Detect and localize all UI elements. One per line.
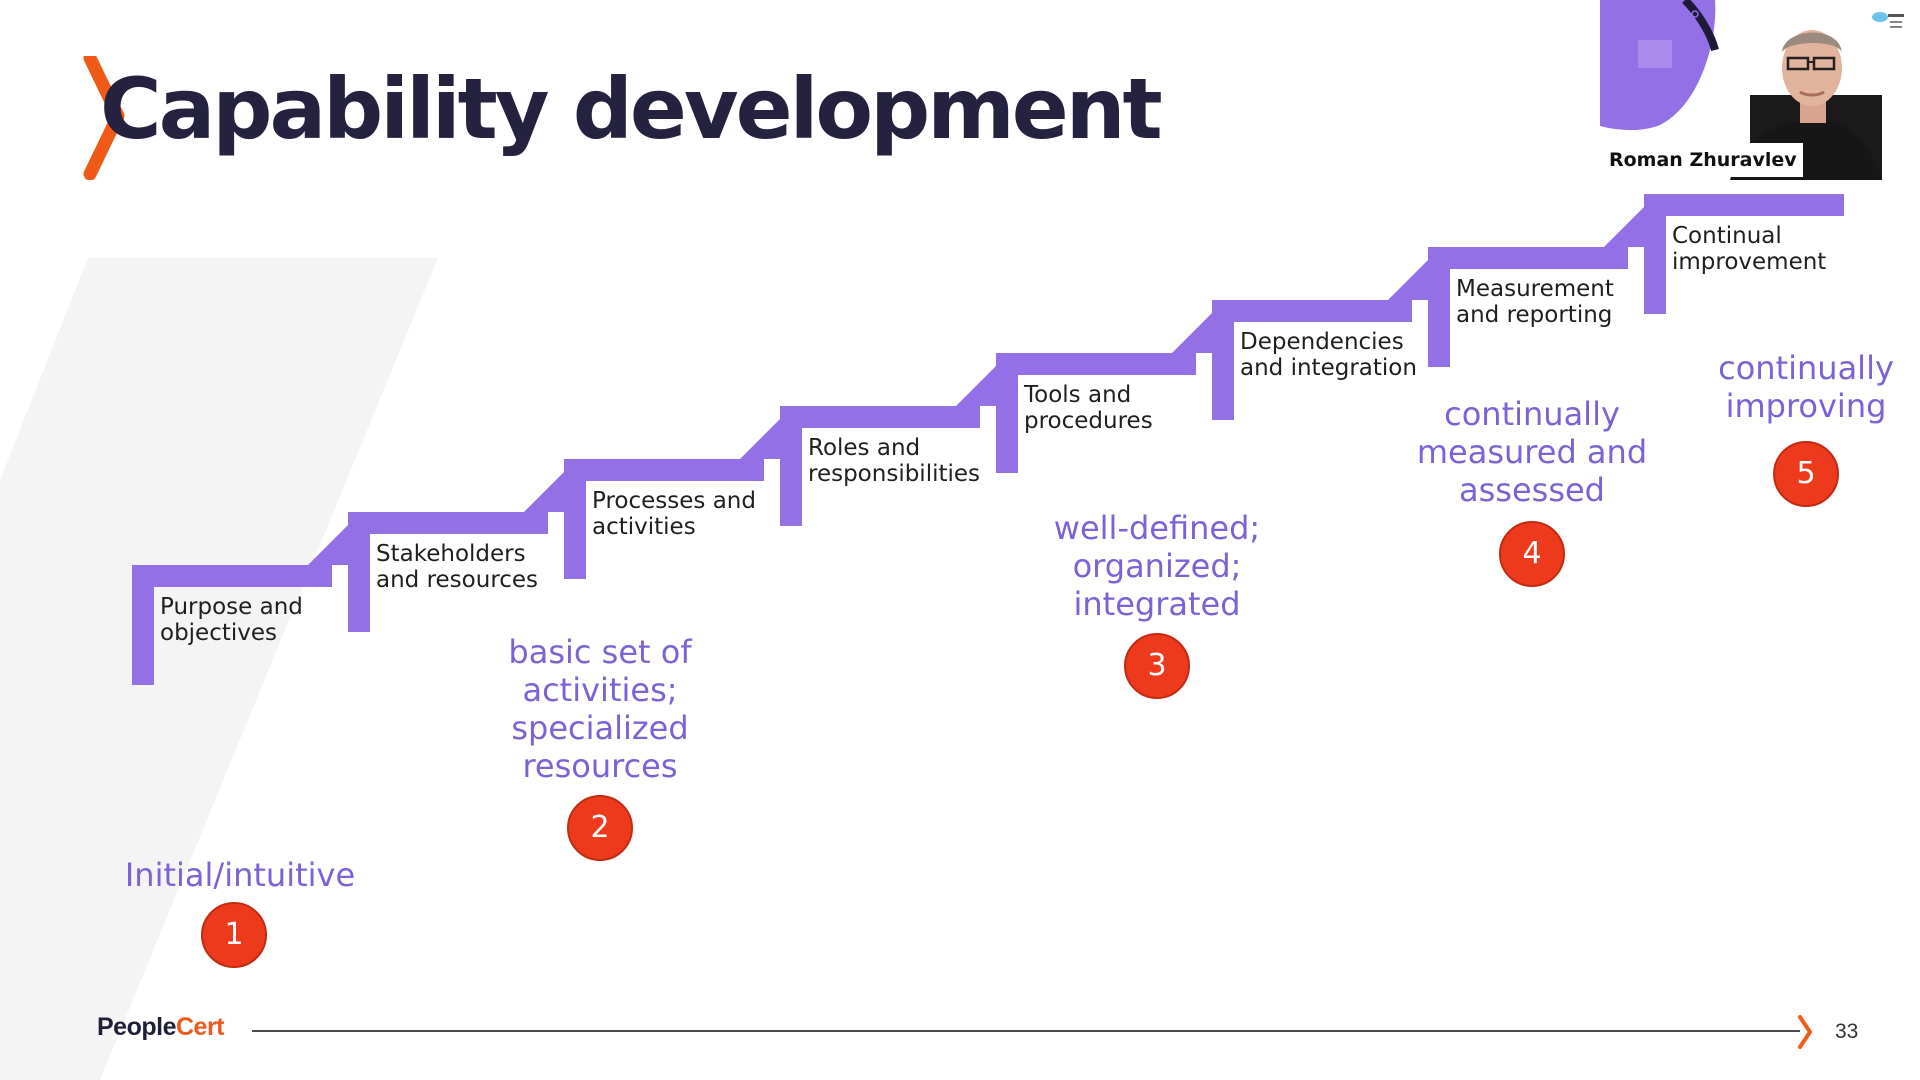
footer-chevron-icon [1798,1015,1812,1049]
level-5-badge: 5 [1773,441,1839,507]
step-connector-1 [308,525,348,565]
speaker-name-label: Roman Zhuravlev [1603,143,1803,177]
step-connector-7 [1604,207,1644,247]
step-bar-4 [780,406,980,428]
step-bar-5 [996,353,1196,375]
step-post-4 [780,406,802,526]
slide-title: Capability development [100,60,1163,158]
axelos-logo-icon [1872,12,1904,28]
step-post-7 [1428,247,1450,367]
peoplecert-logo: PeopleCert [97,1013,225,1041]
step-bar-7 [1428,247,1628,269]
step-post-5 [996,353,1018,473]
step-bar-6 [1212,300,1412,322]
step-connector-4 [956,366,996,406]
title-chevron-icon [83,56,125,180]
step-connector-6 [1388,260,1428,300]
step-post-2 [348,512,370,632]
level-3-badge: 3 [1124,633,1190,699]
step-bar-8 [1644,194,1844,216]
level-1-text: Initial/intuitive [124,856,356,894]
level-4-text: continually measured and assessed [1416,395,1648,509]
level-5-text: continually improving [1718,349,1894,425]
step-bar-1 [132,565,332,587]
level-3-text: well-defined; organized; integrated [1053,509,1261,623]
level-4-badge: 4 [1499,521,1565,587]
step-bar-3 [564,459,764,481]
footer-divider [252,1030,1800,1032]
step-post-8 [1644,194,1666,314]
level-1-badge: 1 [201,902,267,968]
level-2-text: basic set of activities; specialized res… [508,633,692,785]
step-bar-2 [348,512,548,534]
page-number: 33 [1835,1020,1859,1043]
level-2-badge: 2 [567,795,633,861]
step-connector-3 [740,419,780,459]
step-post-1 [132,565,154,685]
step-post-3 [564,459,586,579]
step-connector-5 [1172,313,1212,353]
step-connector-2 [524,472,564,512]
step-post-6 [1212,300,1234,420]
